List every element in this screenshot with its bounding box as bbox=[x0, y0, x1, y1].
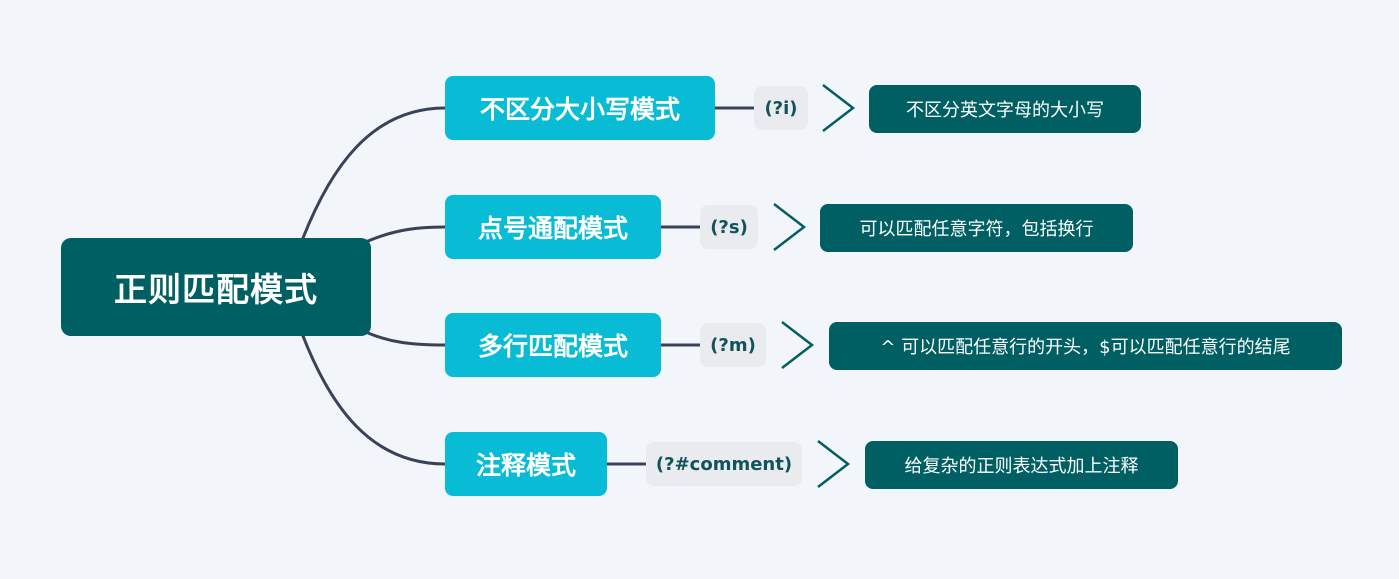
connector-root-branch-3 bbox=[366, 331, 447, 347]
connector-root-branch-2 bbox=[366, 225, 447, 243]
branch-node-dotall: 点号通配模式 bbox=[445, 195, 661, 259]
chevron-right-icon bbox=[781, 321, 815, 369]
description-node-dotall: 可以匹配任意字符，包括换行 bbox=[820, 204, 1133, 252]
description-text: 给复杂的正则表达式加上注释 bbox=[904, 456, 1139, 477]
code-badge-multiline: (?m) bbox=[700, 323, 766, 367]
code-badge-comment: (?#comment) bbox=[646, 442, 802, 486]
root-label: 正则匹配模式 bbox=[114, 270, 318, 309]
description-text: 不区分英文字母的大小写 bbox=[906, 100, 1104, 121]
branch-node-comment: 注释模式 bbox=[445, 432, 607, 496]
description-node-multiline: ^ 可以匹配任意行的开头，$可以匹配任意行的结尾 bbox=[829, 322, 1342, 370]
code-text: (?m) bbox=[710, 334, 756, 356]
branch-node-multiline: 多行匹配模式 bbox=[445, 313, 661, 377]
connector-root-branch-4 bbox=[301, 334, 447, 466]
code-text: (?i) bbox=[764, 97, 798, 119]
description-text: ^ 可以匹配任意行的开头，$可以匹配任意行的结尾 bbox=[880, 337, 1291, 358]
branch-label: 注释模式 bbox=[475, 451, 576, 480]
code-badge-case-insensitive: (?i) bbox=[754, 86, 808, 130]
root-node: 正则匹配模式 bbox=[61, 238, 371, 336]
connector-root-branch-1 bbox=[301, 106, 447, 240]
code-text: (?#comment) bbox=[655, 453, 793, 475]
chevron-right-icon bbox=[817, 440, 851, 488]
chevron-right-icon bbox=[822, 84, 856, 132]
branch-node-case-insensitive: 不区分大小写模式 bbox=[445, 76, 715, 140]
description-node-comment: 给复杂的正则表达式加上注释 bbox=[865, 441, 1178, 489]
code-text: (?s) bbox=[710, 216, 748, 238]
description-text: 可以匹配任意字符，包括换行 bbox=[859, 219, 1094, 240]
description-node-case-insensitive: 不区分英文字母的大小写 bbox=[869, 85, 1141, 133]
chevron-right-icon bbox=[773, 203, 807, 251]
branch-label: 点号通配模式 bbox=[477, 214, 628, 243]
code-badge-dotall: (?s) bbox=[700, 205, 758, 249]
branch-label: 多行匹配模式 bbox=[477, 332, 628, 361]
branch-label: 不区分大小写模式 bbox=[479, 95, 680, 124]
